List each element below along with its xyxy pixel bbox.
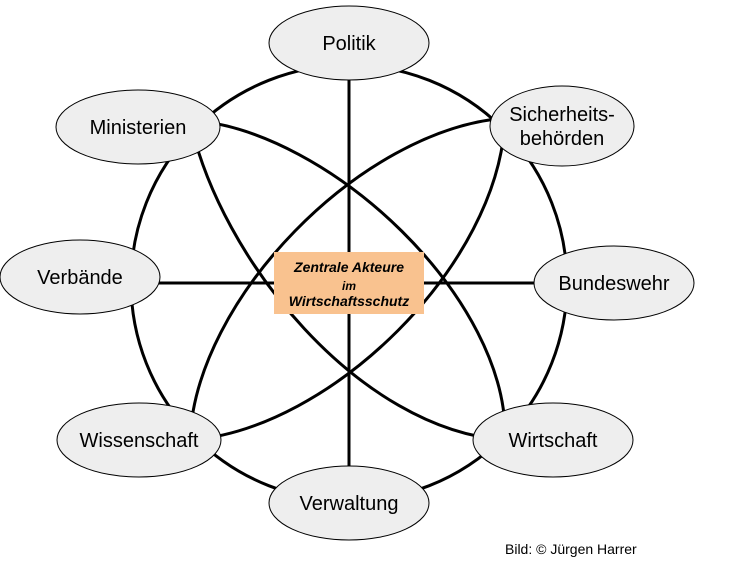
node-bundeswehr-label-1: Bundeswehr: [558, 273, 670, 295]
node-verbaende-label-1: Verbände: [37, 267, 123, 289]
node-bundeswehr: Bundeswehr: [533, 245, 695, 321]
node-ministerien: Ministerien: [55, 89, 221, 165]
node-sicherheitsbehoerden-label-2: behörden: [520, 128, 605, 150]
node-bundeswehr-ellipse: [533, 245, 695, 321]
petal-arc-upper-right: [188, 116, 506, 441]
center-label-line1: Zentrale Akteure: [293, 259, 404, 275]
center-label-line2: im: [342, 279, 356, 293]
node-verwaltung-label-1: Verwaltung: [300, 493, 399, 515]
node-ministerien-ellipse: [55, 89, 221, 165]
node-sicherheitsbehoerden: Sicherheits-behörden: [489, 85, 635, 167]
node-wissenschaft-ellipse: [56, 402, 222, 478]
node-wirtschaft: Wirtschaft: [472, 402, 634, 478]
petal-arc-lower-left: [189, 117, 507, 442]
center-box: [274, 252, 424, 314]
node-verwaltung: Verwaltung: [268, 465, 430, 541]
nodes-layer: PolitikSicherheits-behördenBundeswehrWir…: [0, 5, 695, 541]
node-ministerien-label-1: Ministerien: [90, 117, 187, 139]
petal-arc-lower-right: [189, 118, 507, 441]
center-label-line3: Wirtschaftsschutz: [289, 293, 409, 309]
node-verbaende: Verbände: [0, 239, 161, 315]
node-politik-ellipse: [268, 5, 430, 81]
node-politik-label-1: Politik: [322, 33, 376, 55]
node-sicherheitsbehoerden-ellipse: [489, 85, 635, 167]
node-verwaltung-ellipse: [268, 465, 430, 541]
node-wissenschaft: Wissenschaft: [56, 402, 222, 478]
image-credit: Bild: © Jürgen Harrer: [505, 541, 637, 557]
node-verbaende-ellipse: [0, 239, 161, 315]
node-politik: Politik: [268, 5, 430, 81]
node-sicherheitsbehoerden-label-1: Sicherheits-: [509, 104, 615, 126]
node-wissenschaft-label-1: Wissenschaft: [80, 430, 199, 452]
petal-arc-upper-left: [188, 119, 506, 442]
node-wirtschaft-ellipse: [472, 402, 634, 478]
node-wirtschaft-label-1: Wirtschaft: [509, 430, 598, 452]
